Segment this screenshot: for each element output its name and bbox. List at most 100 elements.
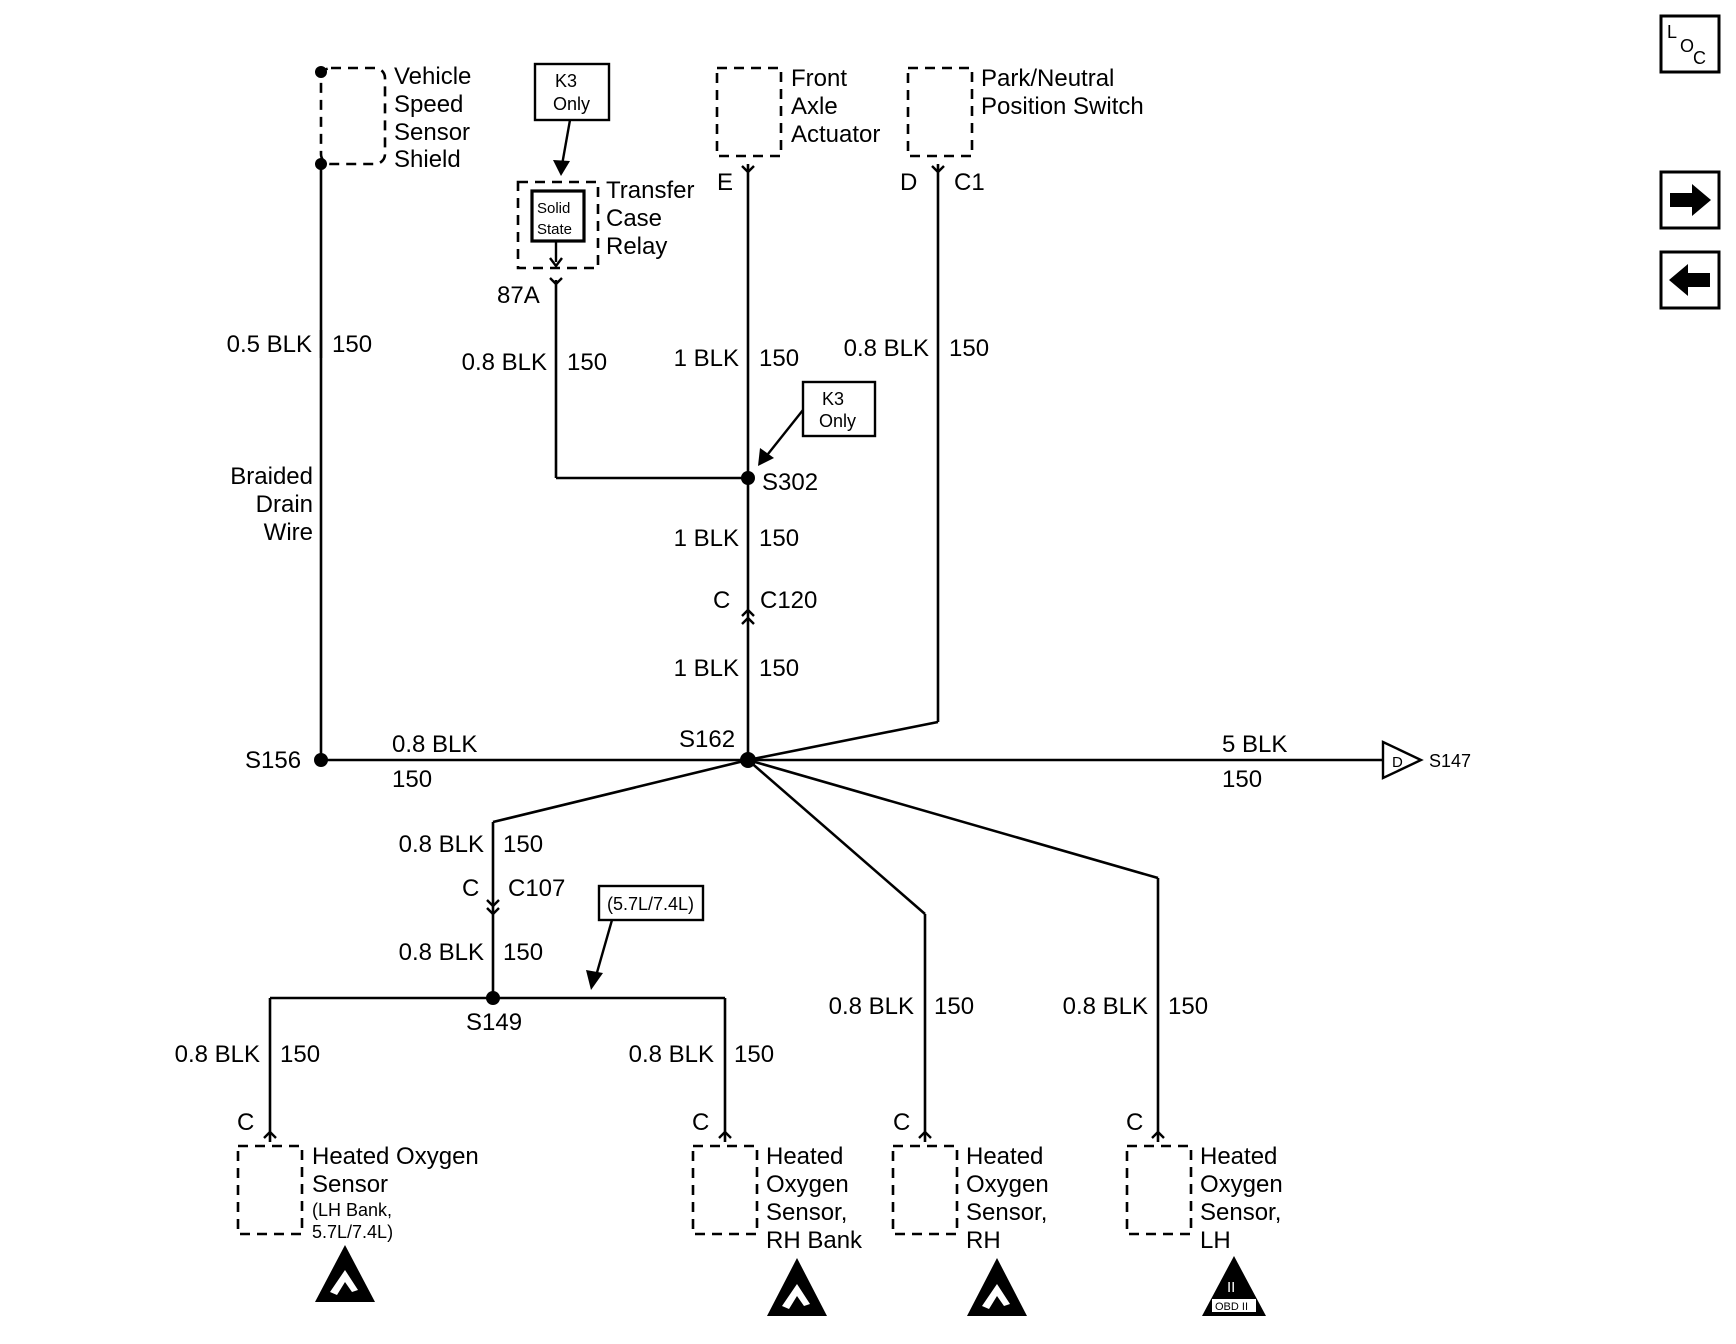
svg-text:OBD II: OBD II [1215,1301,1248,1313]
tcr-line-3: Relay [606,233,667,260]
vss-line-2: Speed [394,91,463,118]
k3-only-note-2: K3 Only [758,380,877,466]
transfer-case-relay-component: Solid State Transfer Case Relay 87A [497,177,694,309]
svg-text:Sensor: Sensor [312,1171,388,1198]
wire-5-circuit: 150 [759,525,799,552]
svg-text:Oxygen: Oxygen [966,1171,1049,1198]
terminal-87a: 87A [497,282,540,309]
svg-text:Sensor,: Sensor, [766,1199,847,1226]
wire-14-size: 0.8 BLK [1063,993,1148,1020]
c107-label: C107 [508,875,565,902]
wire-3-size: 1 BLK [674,345,739,372]
svg-text:Oxygen: Oxygen [1200,1171,1283,1198]
wire-1-circuit: 150 [332,331,372,358]
loc-c: C [1693,48,1706,68]
svg-text:Heated Oxygen: Heated Oxygen [312,1143,479,1170]
wire-10-circuit: 150 [503,939,543,966]
splice-s302-dot [741,471,755,485]
engine-note: (5.7L/7.4L) [586,884,705,990]
wire-6-size: 1 BLK [674,655,739,682]
esd-warning-icon [967,1258,1027,1316]
front-axle-actuator-component: Front Axle Actuator E [715,65,880,196]
svg-text:Wire: Wire [264,519,313,546]
svg-text:5.7L/7.4L): 5.7L/7.4L) [312,1222,393,1242]
vss-line-4: Shield [394,146,461,173]
loc-o: O [1680,36,1694,56]
c120-pin: C [713,587,730,614]
svg-text:Axle: Axle [791,93,838,120]
svg-text:(LH Bank,: (LH Bank, [312,1200,392,1220]
wire-12-circuit: 150 [734,1041,774,1068]
drain-wire-label: Braided Drain Wire [230,463,313,546]
prev-page-button[interactable] [1659,250,1721,310]
svg-text:Heated: Heated [766,1143,843,1170]
connector-c1: C1 [954,169,985,196]
ho2s-lh-pin: C [1126,1109,1143,1136]
ho2s-lh-component: C Heated Oxygen Sensor, LH [1125,1109,1283,1254]
ho2s-rh-bank-pin: C [692,1109,709,1136]
vss-line-3: Sensor [394,119,470,146]
s147-pin: D [1392,754,1403,771]
terminal-d: D [900,169,917,196]
wire-8-circuit: 150 [1222,766,1262,793]
wire-8-size: 5 BLK [1222,731,1287,758]
svg-text:Position Switch: Position Switch [981,93,1144,120]
wire-4-circuit: 150 [949,335,989,362]
ho2s-lh-bank-pin: C [237,1109,254,1136]
wire-2-size: 0.8 BLK [462,349,547,376]
wire-3-circuit: 150 [759,345,799,372]
tcr-line-2: Case [606,205,662,232]
splice-s156-dot [314,753,328,767]
wire-labels: 0.5 BLK 150 0.8 BLK 150 1 BLK 150 0.8 BL… [175,331,1288,1068]
c120-label: C120 [760,587,817,614]
svg-text:II: II [1227,1279,1235,1296]
wire-14-circuit: 150 [1168,993,1208,1020]
c107-pin: C [462,875,479,902]
wire-7-circuit: 150 [392,766,432,793]
splice-s302: S302 [762,469,818,496]
wire-6-circuit: 150 [759,655,799,682]
wire-13-circuit: 150 [934,993,974,1020]
svg-text:Drain: Drain [256,491,313,518]
svg-text:Sensor,: Sensor, [966,1199,1047,1226]
svg-text:K3: K3 [822,389,844,409]
wire-11-circuit: 150 [280,1041,320,1068]
solid-state-line-2: State [537,221,572,238]
terminal-e: E [717,169,733,196]
wire-9-size: 0.8 BLK [399,831,484,858]
wire-11-size: 0.8 BLK [175,1041,260,1068]
svg-text:Only: Only [819,411,856,431]
obd-ii-icon: II OBD II [1202,1256,1266,1316]
svg-text:K3: K3 [555,71,577,91]
wire-10-size: 0.8 BLK [399,939,484,966]
next-page-button[interactable] [1659,170,1721,230]
svg-text:(5.7L/7.4L): (5.7L/7.4L) [607,894,694,914]
ho2s-lh-bank-component: C Heated Oxygen Sensor (LH Bank, 5.7L/7.… [236,1109,479,1242]
loc-button[interactable]: L O C [1659,14,1721,74]
splice-s149: S149 [466,1009,522,1036]
svg-text:Park/Neutral: Park/Neutral [981,65,1114,92]
s147-arrow [1381,740,1424,780]
wire-1-size: 0.5 BLK [227,331,312,358]
splice-s149-dot [486,991,500,1005]
wire-7-size: 0.8 BLK [392,731,477,758]
arrow-right-icon [1670,184,1711,216]
ho2s-rh-component: C Heated Oxygen Sensor, RH [891,1109,1049,1254]
esd-warning-icon [315,1245,375,1302]
wires [268,164,1383,1142]
wire-4-size: 0.8 BLK [844,335,929,362]
ho2s-rh-bank-component: C Heated Oxygen Sensor, RH Bank [691,1109,863,1254]
svg-text:Only: Only [553,94,590,114]
svg-text:LH: LH [1200,1227,1231,1254]
wire-5-size: 1 BLK [674,525,739,552]
ho2s-rh-pin: C [893,1109,910,1136]
splice-s156: S156 [245,747,301,774]
svg-text:Sensor,: Sensor, [1200,1199,1281,1226]
svg-text:RH Bank: RH Bank [766,1227,863,1254]
splice-s162-dot [740,752,756,768]
wire-9-circuit: 150 [503,831,543,858]
svg-text:Braided: Braided [230,463,313,490]
wire-13-size: 0.8 BLK [829,993,914,1020]
svg-text:Heated: Heated [966,1143,1043,1170]
solid-state-line-1: Solid [537,200,570,217]
